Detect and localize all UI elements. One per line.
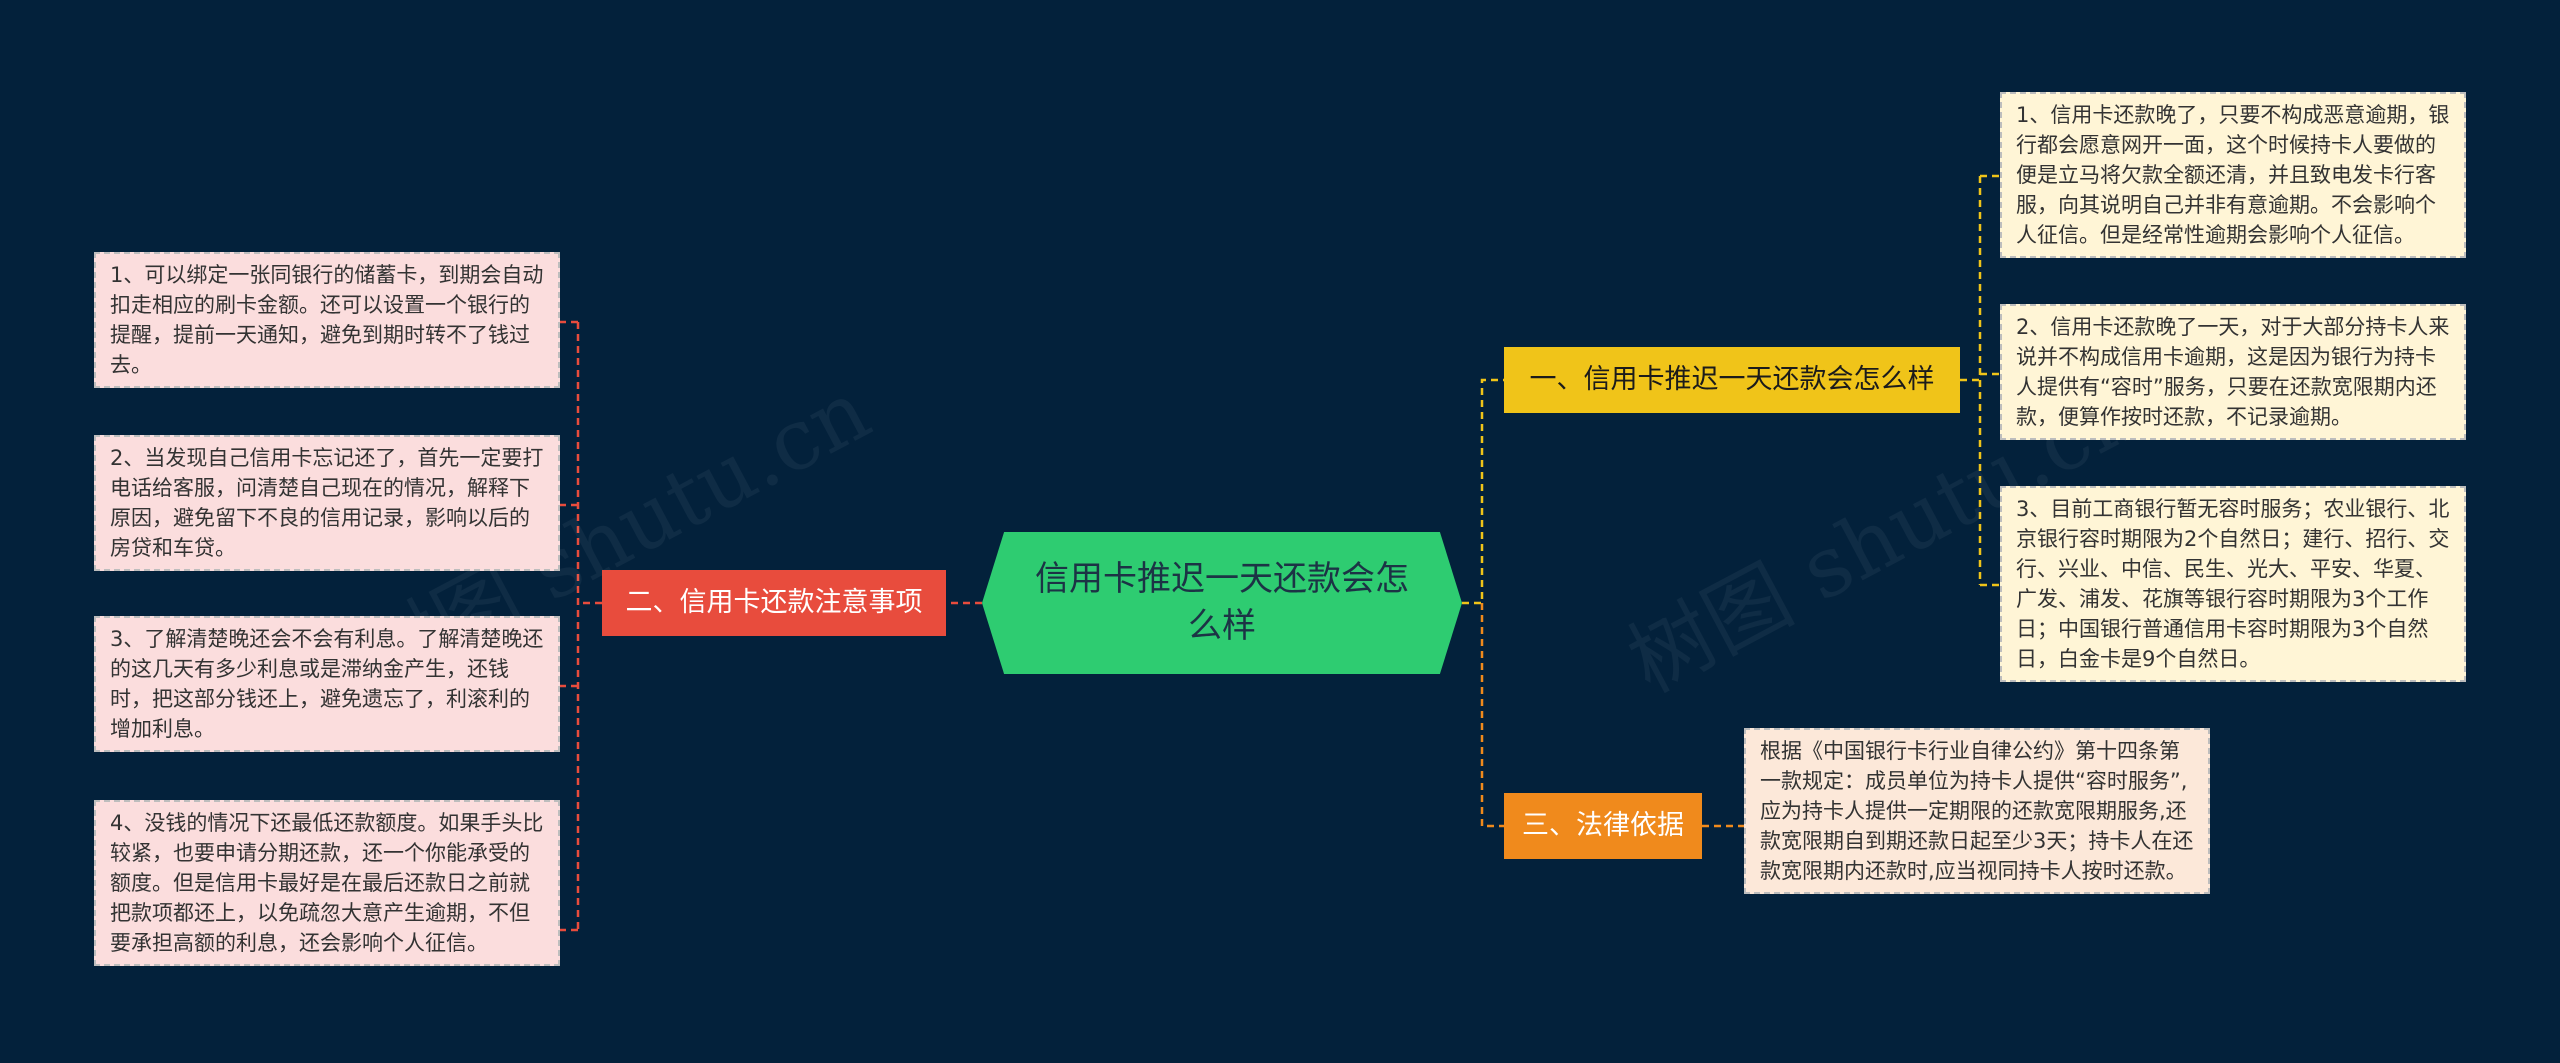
leaf-b1-2-text: 2、信用卡还款晚了一天，对于大部分持卡人来说并不构成信用卡逾期，这是因为银行为持…: [2016, 315, 2450, 429]
branch-b2-label: 二、信用卡还款注意事项: [625, 587, 923, 618]
leaf-b2-3-text: 3、了解清楚晚还会不会有利息。了解清楚晚还的这几天有多少利息或是滞纳金产生，还钱…: [110, 627, 544, 741]
leaf-b1-3-text: 3、目前工商银行暂无容时服务；农业银行、北京银行容时期限为2个自然日；建行、招行…: [2016, 497, 2450, 671]
leaf-b1-3[interactable]: 3、目前工商银行暂无容时服务；农业银行、北京银行容时期限为2个自然日；建行、招行…: [2000, 486, 2466, 682]
connector-central-b1: [1462, 378, 1504, 605]
branch-b3[interactable]: 三、法律依据: [1504, 793, 1702, 859]
central-topic[interactable]: 信用卡推迟一天还款会怎么样: [982, 532, 1462, 674]
leaf-b2-2-text: 2、当发现自己信用卡忘记还了，首先一定要打电话给客服，问清楚自己现在的情况，解释…: [110, 446, 544, 560]
leaf-b1-1-text: 1、信用卡还款晚了，只要不构成恶意逾期，银行都会愿意网开一面，这个时候持卡人要做…: [2016, 103, 2450, 247]
leaf-b2-2[interactable]: 2、当发现自己信用卡忘记还了，首先一定要打电话给客服，问清楚自己现在的情况，解释…: [94, 435, 560, 571]
connector-b2-leaves: [560, 320, 602, 932]
leaf-b3-1-text: 根据《中国银行卡行业自律公约》第十四条第一款规定：成员单位为持卡人提供“容时服务…: [1760, 739, 2194, 883]
leaf-b2-4-text: 4、没钱的情况下还最低还款额度。如果手头比较紧，也要申请分期还款，还一个你能承受…: [110, 811, 544, 955]
leaf-b2-1-text: 1、可以绑定一张同银行的储蓄卡，到期会自动扣走相应的刷卡金额。还可以设置一个银行…: [110, 263, 544, 377]
branch-b3-label: 三、法律依据: [1522, 810, 1684, 841]
branch-b2[interactable]: 二、信用卡还款注意事项: [602, 570, 946, 636]
leaf-b3-1[interactable]: 根据《中国银行卡行业自律公约》第十四条第一款规定：成员单位为持卡人提供“容时服务…: [1744, 728, 2210, 894]
leaf-b2-1[interactable]: 1、可以绑定一张同银行的储蓄卡，到期会自动扣走相应的刷卡金额。还可以设置一个银行…: [94, 252, 560, 388]
connector-central-b3: [1480, 603, 1504, 828]
branch-b1-label: 一、信用卡推迟一天还款会怎么样: [1529, 364, 1935, 395]
leaf-b2-4[interactable]: 4、没钱的情况下还最低还款额度。如果手头比较紧，也要申请分期还款，还一个你能承受…: [94, 800, 560, 966]
leaf-b1-1[interactable]: 1、信用卡还款晚了，只要不构成恶意逾期，银行都会愿意网开一面，这个时候持卡人要做…: [2000, 92, 2466, 258]
central-topic-label: 信用卡推迟一天还款会怎么样: [1035, 559, 1409, 646]
branch-b1[interactable]: 一、信用卡推迟一天还款会怎么样: [1504, 347, 1960, 413]
leaf-b2-3[interactable]: 3、了解清楚晚还会不会有利息。了解清楚晚还的这几天有多少利息或是滞纳金产生，还钱…: [94, 616, 560, 752]
connector-b1-leaves: [1960, 174, 2000, 587]
leaf-b1-2[interactable]: 2、信用卡还款晚了一天，对于大部分持卡人来说并不构成信用卡逾期，这是因为银行为持…: [2000, 304, 2466, 440]
